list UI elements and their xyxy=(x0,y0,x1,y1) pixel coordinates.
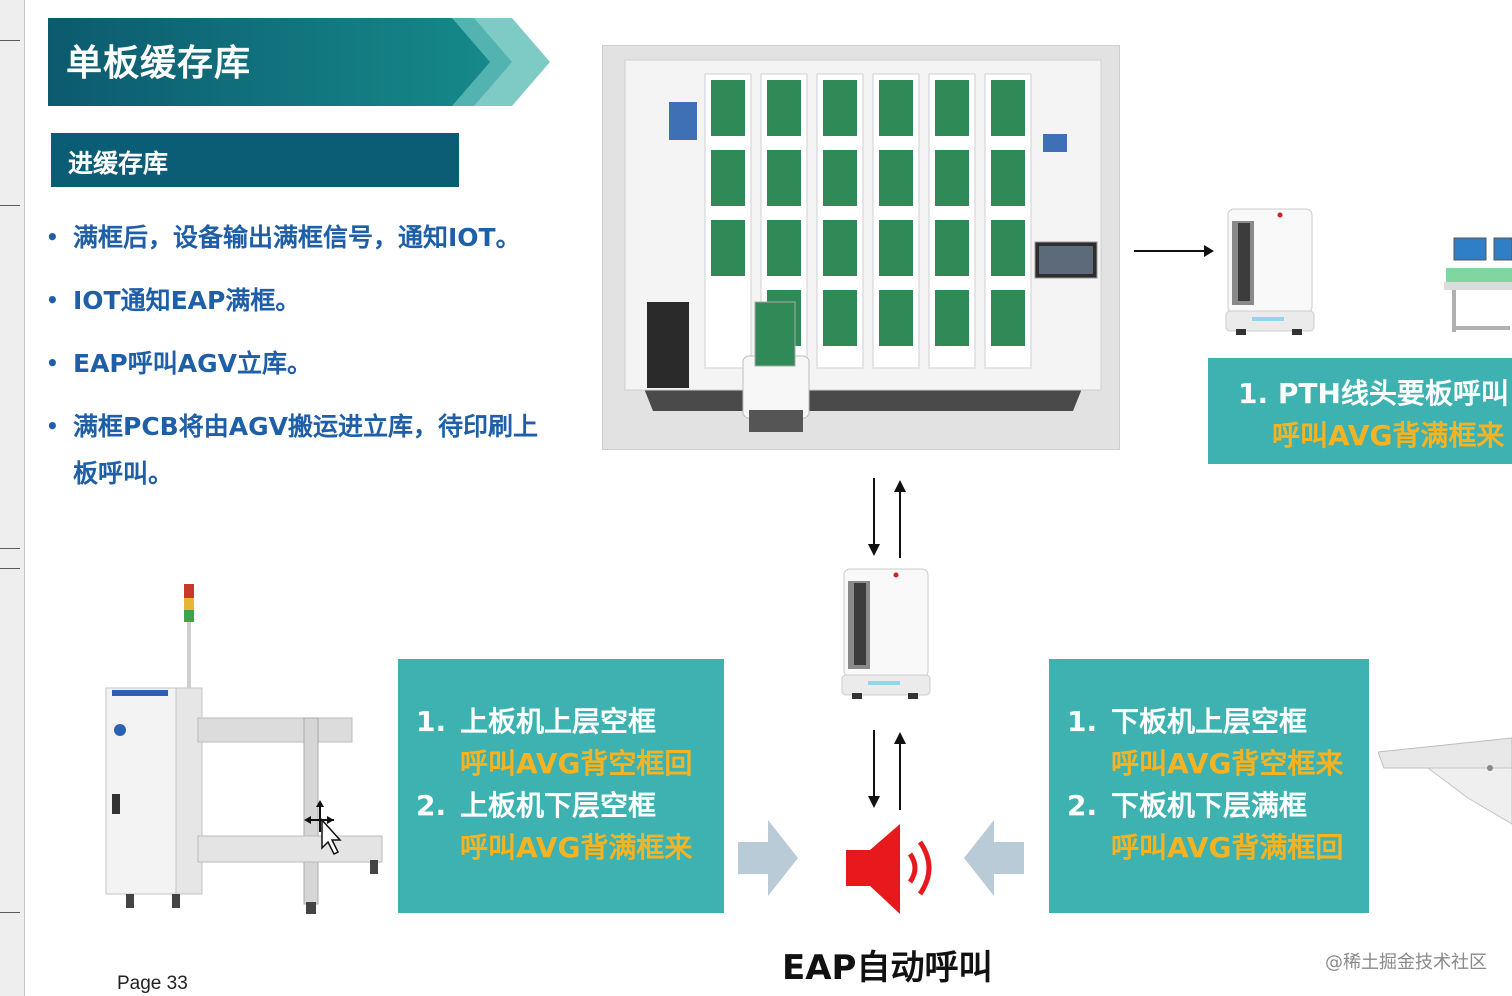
gutter-tick xyxy=(0,568,20,569)
gutter-tick xyxy=(0,912,20,913)
callout-title: 下板机上层空框 xyxy=(1111,705,1308,738)
bidirectional-arrow xyxy=(868,478,906,558)
gutter-tick xyxy=(0,548,20,549)
title-banner xyxy=(48,18,498,106)
board-unloader-machine-image xyxy=(1377,728,1512,828)
flow-arrow-right xyxy=(738,820,798,896)
mouse-cursor-icon xyxy=(304,800,342,856)
callout-action: 呼叫AVG背满框来 xyxy=(1272,419,1505,452)
watermark: @稀土掘金技术社区 xyxy=(1325,952,1487,973)
callout-number: 2. xyxy=(1067,789,1098,822)
callout-title: 下板机下层满框 xyxy=(1111,789,1308,822)
callout-action: 呼叫AVG背空框回 xyxy=(460,747,693,780)
callout-action: 呼叫AVG背满框回 xyxy=(1111,831,1344,864)
bullet-list: 满框后，设备输出满框信号，通知IOT。 IOT通知EAP满框。 EAP呼叫AGV… xyxy=(46,214,546,513)
page-number: Page 33 xyxy=(117,973,188,994)
callout-action: 呼叫AVG背满框来 xyxy=(460,831,693,864)
callout-loader: 1. 上板机上层空框 呼叫AVG背空框回 2. 上板机下层空框 呼叫AVG背满框来 xyxy=(398,659,724,913)
slide-viewer-gutter xyxy=(0,0,25,996)
gutter-tick xyxy=(0,205,20,206)
flow-arrow-left xyxy=(964,820,1024,896)
slide-title: 单板缓存库 xyxy=(66,43,252,84)
arrow-right xyxy=(1134,245,1214,257)
subtitle-banner xyxy=(51,133,459,187)
bidirectional-arrow xyxy=(868,730,906,810)
callout-title: PTH线头要板呼叫 xyxy=(1277,377,1509,410)
slide-subtitle: 进缓存库 xyxy=(68,149,169,178)
callout-unloader: 1. 下板机上层空框 呼叫AVG背空框来 2. 下板机下层满框 呼叫AVG背满框回 xyxy=(1049,659,1369,913)
agv-robot-image xyxy=(1222,205,1318,337)
callout-title: 上板机上层空框 xyxy=(460,705,657,738)
workstation-image xyxy=(1444,232,1512,336)
board-loader-machine-image xyxy=(100,584,390,924)
agv-robot-image xyxy=(838,565,934,701)
callout-number: 2. xyxy=(416,789,447,822)
storage-rack-image xyxy=(602,45,1120,450)
speaker-sound-icon xyxy=(846,824,932,914)
bullet-item: IOT通知EAP满框。 xyxy=(46,277,546,324)
callout-number: 1. xyxy=(416,705,447,738)
callout-number: 1. xyxy=(1238,377,1269,410)
callout-title: 上板机下层空框 xyxy=(460,789,657,822)
callout-pth-request: 1. PTH线头要板呼叫 呼叫AVG背满框来 xyxy=(1208,358,1512,464)
gutter-tick xyxy=(0,40,20,41)
bullet-item: 满框PCB将由AGV搬运进立库，待印刷上板呼叫。 xyxy=(46,403,546,497)
bullet-item: 满框后，设备输出满框信号，通知IOT。 xyxy=(46,214,546,261)
callout-number: 1. xyxy=(1067,705,1098,738)
callout-action: 呼叫AVG背空框来 xyxy=(1111,747,1344,780)
bullet-item: EAP呼叫AGV立库。 xyxy=(46,340,546,387)
eap-auto-call-label: EAP自动呼叫 xyxy=(782,948,993,988)
